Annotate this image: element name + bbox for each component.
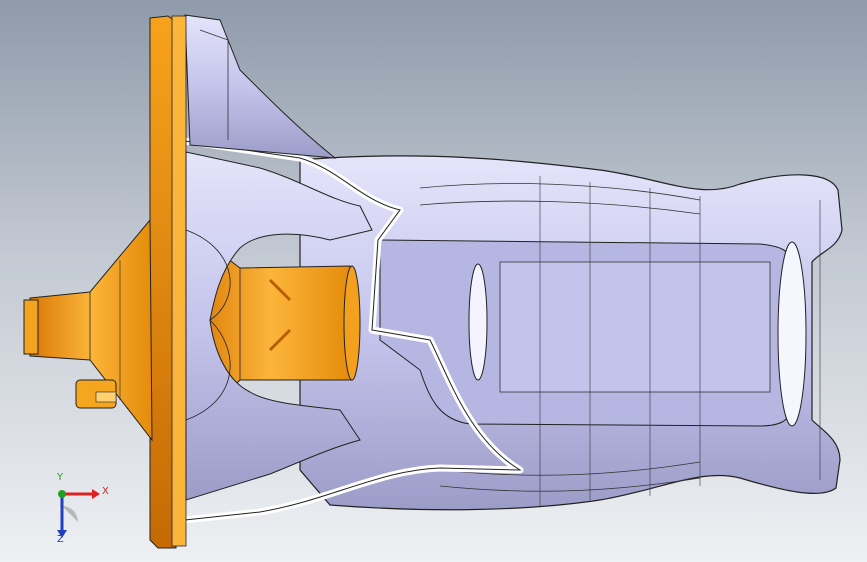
upper-bracket[interactable] (184, 14, 337, 159)
y-axis-dot (58, 490, 66, 498)
slot-left (468, 263, 488, 381)
shell-floor (499, 261, 771, 393)
y-axis-label: Y (57, 472, 64, 483)
x-axis-label: X (102, 486, 109, 497)
shell-body[interactable] (299, 155, 843, 511)
coordinate-triad[interactable]: X Y Z (44, 472, 114, 546)
z-axis-label: Z (57, 534, 64, 545)
right-boss[interactable] (189, 228, 361, 421)
triad-graphic (57, 489, 100, 538)
flange-plate[interactable] (149, 15, 187, 549)
section-cut (177, 136, 524, 524)
slot-right (777, 241, 807, 427)
shell-dome[interactable] (185, 151, 373, 501)
left-boss[interactable] (23, 218, 153, 442)
